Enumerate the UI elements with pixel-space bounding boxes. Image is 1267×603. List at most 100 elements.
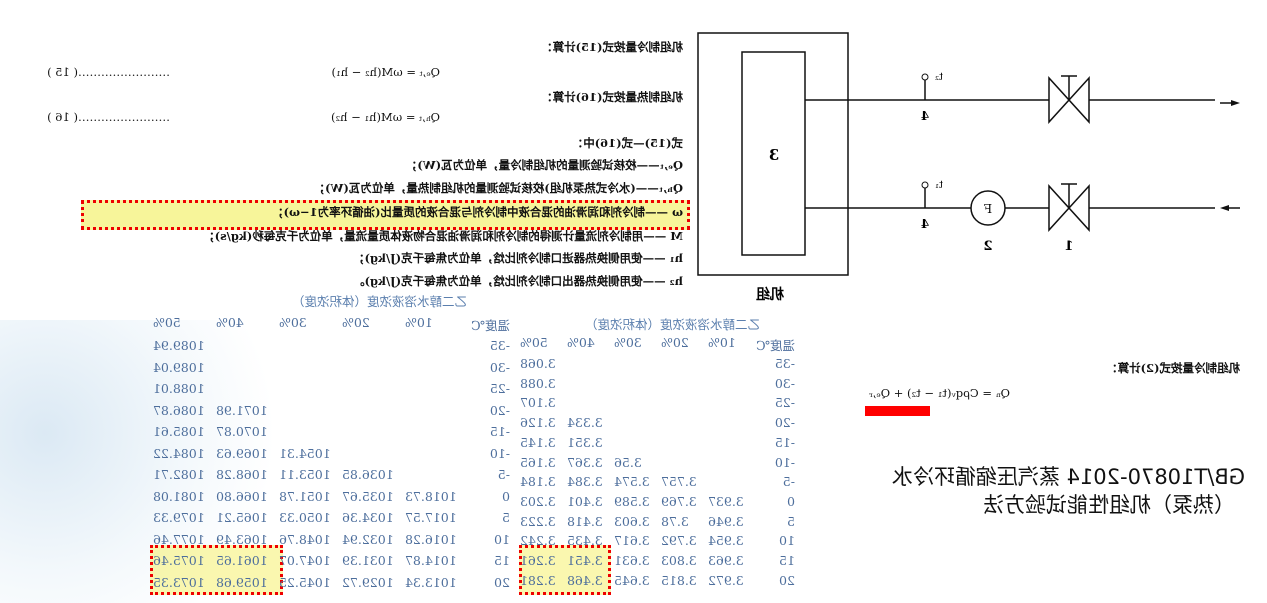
table-row: 0 3.937 3.769 3.589 3.401 3.203: [520, 494, 795, 509]
value-cell: [614, 356, 661, 371]
value-cell: 1018.73: [405, 488, 457, 504]
value-cell: 1068.28: [216, 467, 268, 482]
temperature-cell: -35: [774, 356, 795, 371]
temperature-cell: 15: [494, 553, 510, 568]
value-cell: [708, 474, 755, 489]
definition-line: Qₑ,ₜ——校核试验测量的机组制冷量，单位为瓦(W)；: [405, 158, 683, 172]
value-cell: 1075.46: [153, 553, 205, 568]
value-cell: 1069.63: [216, 445, 268, 461]
value-cell: 10%: [405, 315, 433, 330]
value-cell: 1084.22: [153, 445, 205, 461]
outlet-arrow-icon: [1220, 100, 1240, 106]
temperature-cell: -15: [774, 434, 795, 450]
temperature-cell: 15: [779, 553, 795, 568]
value-cell: 3.401: [567, 493, 603, 509]
title-line-1: GB/T10870-2014 蒸汽压缩循环冷水: [891, 465, 1245, 489]
sensor-t2-label: t₂: [935, 72, 943, 83]
value-cell: 1050.33: [279, 510, 331, 525]
temperature-cell: -35: [489, 338, 510, 353]
value-cell: 1071.98: [216, 402, 268, 418]
value-cell: 3.589: [614, 493, 650, 509]
value-cell: 1036.85: [342, 467, 394, 482]
value-cell: [405, 381, 468, 396]
value-cell: 3.937: [708, 493, 744, 509]
table-row: -35 3.068: [520, 356, 795, 371]
value-cell: 3.815: [661, 572, 697, 588]
value-cell: [661, 395, 708, 410]
value-cell: 3.56: [614, 454, 642, 470]
value-cell: 3.435: [567, 533, 603, 549]
temperature-cell: -20: [489, 402, 510, 418]
value-cell: 3.242: [520, 533, 556, 549]
value-cell: 1085.61: [153, 424, 205, 439]
value-cell: 1014.87: [405, 553, 457, 568]
value-cell: [342, 381, 405, 396]
value-cell: [405, 360, 468, 375]
value-cell: [614, 415, 661, 430]
value-cell: 3.203: [520, 493, 556, 509]
value-cell: [405, 467, 468, 482]
temperature-cell: -20: [774, 415, 795, 431]
value-cell: [405, 446, 468, 461]
heat-exchanger-box: [741, 51, 806, 256]
value-cell: 1081.08: [153, 488, 205, 504]
sensor-t1-label: t₁: [935, 180, 943, 191]
value-cell: 3.384: [567, 474, 603, 490]
value-cell: [614, 435, 661, 450]
value-cell: [661, 455, 708, 470]
temperature-cell: 5: [787, 513, 795, 529]
value-cell: 3.351: [567, 434, 603, 450]
value-cell: 1051.78: [279, 488, 331, 504]
flowmeter-label: F: [984, 202, 992, 216]
cooling-equation-number: ……………………( 15 ): [47, 65, 170, 79]
temperature-cell: 0: [787, 493, 795, 509]
value-cell: [708, 376, 755, 391]
value-cell: 3.603: [614, 513, 650, 529]
value-cell: [614, 395, 661, 410]
value-cell: 1089.94: [153, 338, 205, 353]
value-cell: 40%: [567, 335, 595, 350]
value-cell: [661, 415, 708, 430]
value-cell: 1077.46: [153, 531, 205, 547]
temperature-cell: 5: [502, 510, 510, 525]
red-highlight-bar: [865, 406, 930, 416]
value-cell: 3.645: [614, 572, 650, 588]
value-cell: 3.281: [520, 572, 556, 588]
value-cell: 3.068: [520, 356, 556, 371]
value-cell: [342, 424, 405, 439]
definition-line: h₁ ——使用侧换热器进口制冷剂比焓，单位为焦每千克(J/kg)；: [353, 251, 683, 265]
unit-outer-box: [697, 32, 849, 276]
value-cell: [216, 360, 279, 375]
value-cell: 3.769: [661, 493, 697, 509]
valve-bottom-icon: [1048, 183, 1090, 232]
value-cell: 20%: [342, 315, 370, 330]
value-cell: [405, 338, 468, 353]
value-cell: 3.184: [520, 474, 556, 490]
value-cell: 1031.39: [342, 553, 394, 568]
inlet-arrow-icon: [1220, 205, 1240, 211]
temperature-cell: -25: [774, 395, 795, 411]
value-cell: 1061.65: [216, 553, 268, 568]
temperature-cell: 20: [779, 572, 795, 588]
value-cell: 3.946: [708, 513, 744, 529]
definition-line: ω ——制冷剂和润滑油的混合液中制冷剂与混合液的质量比(油循环率为1−ω)；: [272, 205, 683, 219]
component-2-label: 2: [983, 239, 992, 254]
value-cell: 1063.49: [216, 531, 268, 547]
value-cell: 3.792: [661, 533, 697, 549]
value-cell: [567, 356, 614, 371]
heating-formula: Qₕ,ₜ = ωM(h₁ − h₂): [331, 110, 440, 124]
